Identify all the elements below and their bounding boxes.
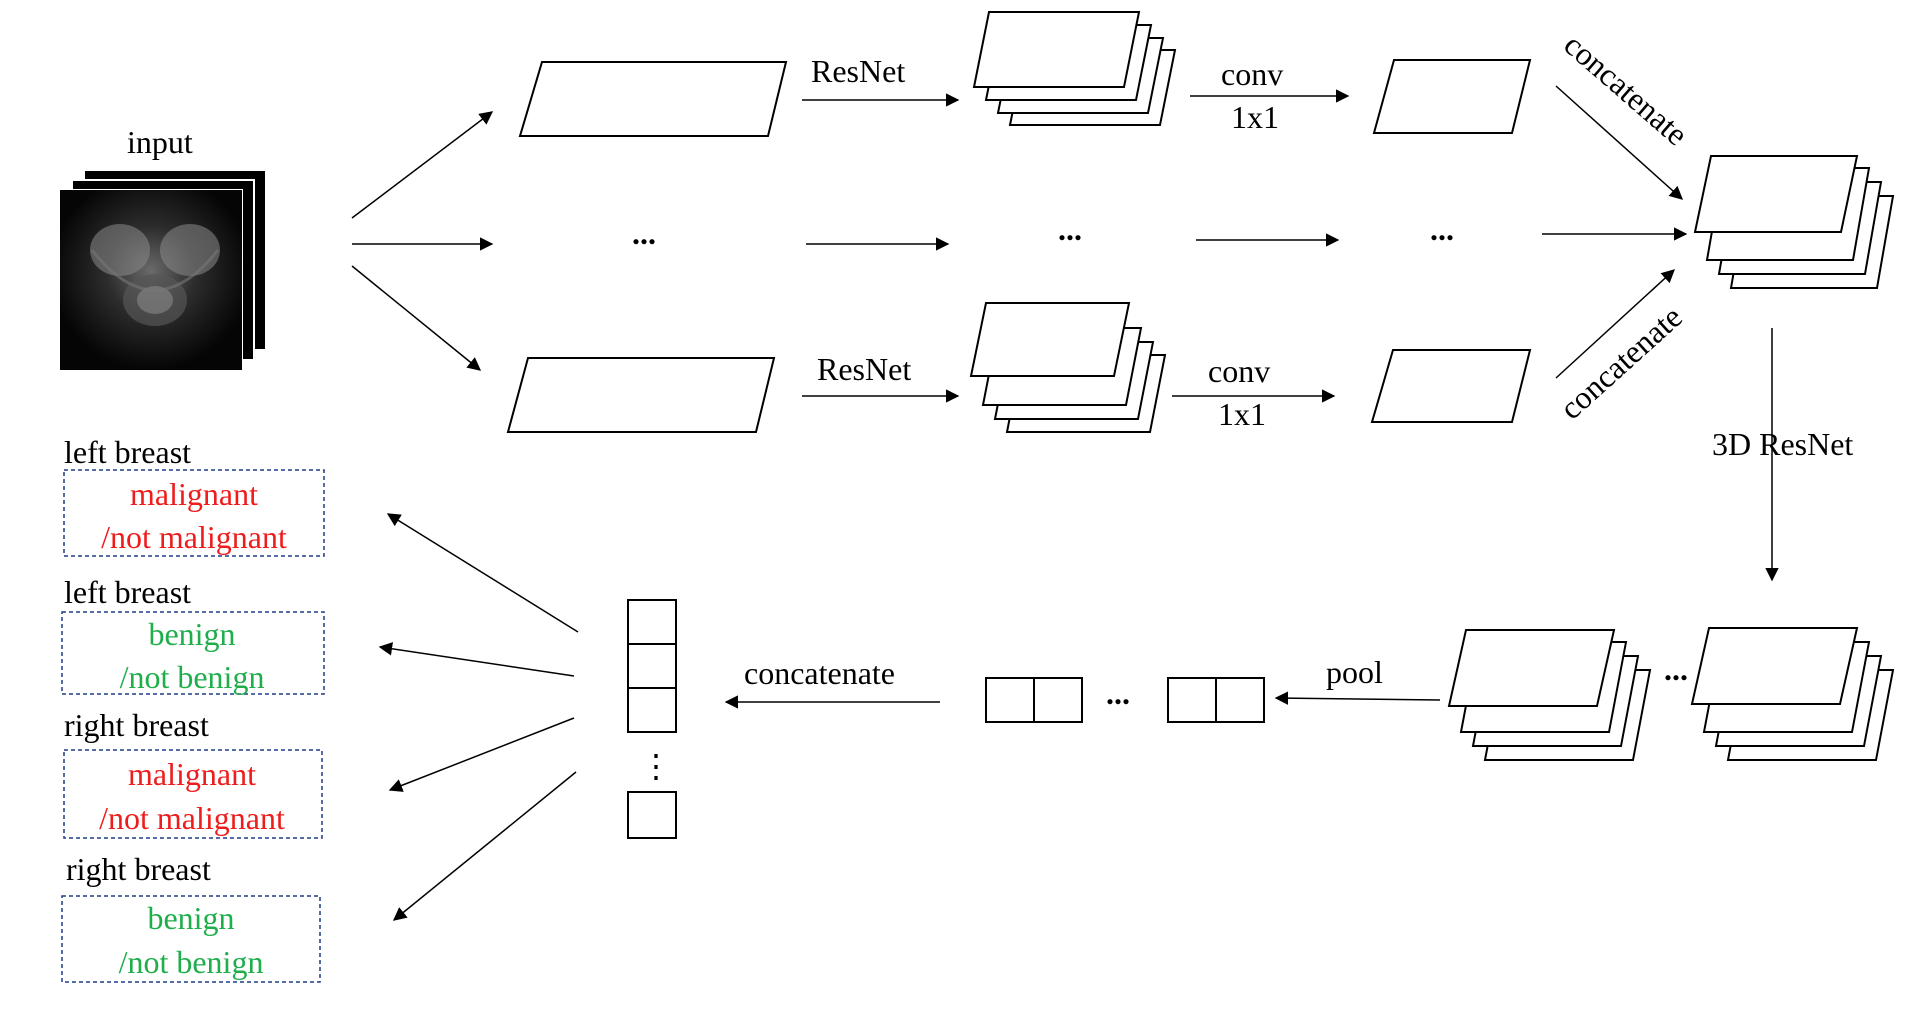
pooled-vector-1 (985, 677, 1083, 723)
output-line1: malignant (130, 476, 258, 512)
output-line2: /not malignant (101, 519, 287, 555)
vertical-ellipsis: ⋮ (640, 748, 672, 784)
resnet-label-bottom: ResNet (817, 351, 911, 387)
reduced-map-top (1372, 59, 1532, 134)
output-line2: /not malignant (99, 800, 285, 836)
arrow-concat-top (1555, 85, 1684, 200)
ellipsis-pooled: ... (1106, 675, 1130, 711)
arrow-concat-bottom (1555, 269, 1675, 379)
conv-sub-bottom: 1x1 (1218, 396, 1266, 432)
ellipsis-reduced: ... (1430, 211, 1454, 247)
reduced-map-bottom (1370, 349, 1532, 423)
feature-volume-stack-2 (1690, 627, 1895, 761)
arrow-output-2 (378, 642, 575, 677)
output-side-label: left breast (64, 434, 191, 470)
output-side-label: right breast (66, 851, 211, 887)
output-left-malignant: left breast malignant /not malignant (63, 434, 325, 557)
pooled-vector-2 (1167, 677, 1265, 723)
ellipsis-slice: ... (632, 215, 656, 251)
output-right-benign: right breast benign /not benign (61, 851, 321, 983)
conv-sub-top: 1x1 (1231, 99, 1279, 135)
arrow-output-4 (392, 771, 577, 921)
output-line2: /not benign (119, 944, 264, 980)
output-line1: benign (148, 616, 235, 652)
concat-label-vector: concatenate (744, 655, 895, 691)
conv-label-bottom: conv (1208, 353, 1270, 389)
output-left-benign: left breast benign /not benign (61, 574, 325, 695)
output-box (63, 749, 323, 839)
arrow-input-bottom (351, 265, 482, 371)
arrow-pool (1274, 691, 1441, 705)
resnet3d-label: 3D ResNet (1712, 426, 1853, 462)
feature-map-stack-bottom (969, 302, 1167, 433)
output-right-malignant: right breast malignant /not malignant (63, 707, 323, 839)
slice-parallelogram-bottom (506, 357, 776, 433)
concatenated-volume-stack (1693, 155, 1895, 289)
output-side-label: left breast (64, 574, 191, 610)
arrow-output-3 (388, 717, 575, 792)
concat-label-top: concatenate (1557, 26, 1695, 152)
mri-slice-image (60, 190, 242, 370)
output-line2: /not benign (120, 659, 265, 695)
ellipsis-feature: ... (1058, 211, 1082, 247)
arrow-input-top (351, 111, 494, 219)
feature-map-stack-top (972, 11, 1177, 126)
conv-label-top: conv (1221, 56, 1283, 92)
output-side-label: right breast (64, 707, 209, 743)
slice-parallelogram-top (518, 61, 788, 137)
output-box (63, 469, 325, 557)
input-label: input (127, 124, 193, 160)
output-box (61, 895, 321, 983)
input-image-stack (59, 169, 267, 371)
output-box (61, 611, 325, 695)
resnet-label-top: ResNet (811, 53, 905, 89)
pool-label: pool (1326, 654, 1383, 690)
output-line1: malignant (128, 756, 256, 792)
arrow-output-1 (386, 513, 579, 633)
concatenated-feature-vector (627, 599, 677, 839)
output-line1: benign (147, 900, 234, 936)
ellipsis-volume: ... (1664, 651, 1688, 687)
feature-volume-stack-1 (1447, 629, 1652, 761)
